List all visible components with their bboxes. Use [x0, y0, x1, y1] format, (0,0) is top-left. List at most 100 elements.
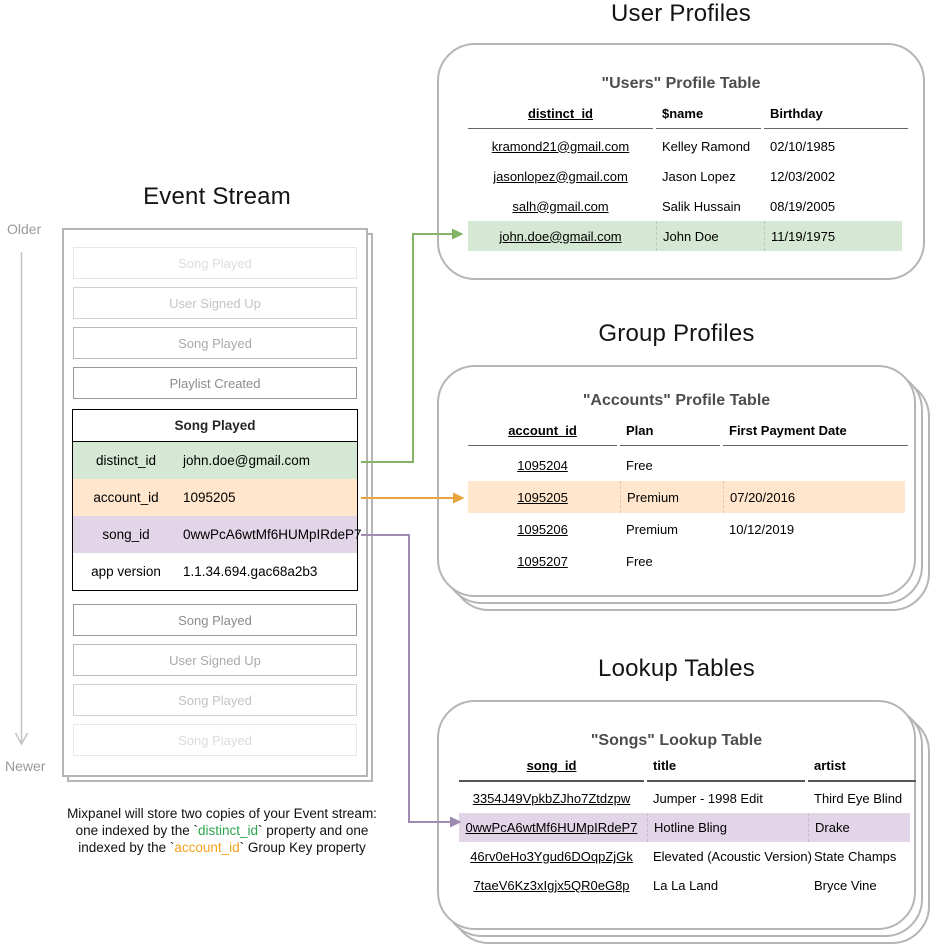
- accounts-table-row: 1095204 Free: [468, 449, 905, 481]
- accounts-table-header: account_id Plan First Payment Date: [468, 423, 908, 446]
- event-label: Song Played: [178, 255, 252, 271]
- cell-first-payment-date: [723, 449, 908, 481]
- column-header: title: [647, 758, 805, 782]
- event-property-row-song-id: song_id 0wwPcA6wtMf6HUMpIRdeP7: [73, 516, 362, 553]
- cell-song-id: 46rv0eHo3Ygud6DOqpZjGk: [470, 849, 633, 864]
- event-label: Song Played: [178, 612, 252, 628]
- event-stream-container: Song Played User Signed Up Song Played P…: [62, 228, 368, 777]
- event-label: User Signed Up: [169, 652, 261, 668]
- event-label: Playlist Created: [169, 375, 261, 391]
- column-header: account_id: [468, 423, 617, 446]
- column-header: artist: [808, 758, 916, 782]
- event-box: User Signed Up: [73, 287, 357, 319]
- cell-title: La La Land: [653, 878, 719, 893]
- event-box: Song Played: [73, 604, 357, 636]
- cell-artist: Third Eye Blind: [814, 791, 903, 806]
- expanded-event-card: Song Played distinct_id john.doe@gmail.c…: [72, 409, 362, 591]
- cell-plan: Free: [626, 553, 653, 569]
- cell-first-payment-date: [723, 545, 908, 577]
- users-table-header: distinct_id $name Birthday: [468, 106, 908, 129]
- cell-account-id: 1095207: [517, 553, 568, 569]
- songs-table-row: 3354J49VpkbZJho7Ztdzpw Jumper - 1998 Edi…: [459, 784, 910, 813]
- cell-artist: State Champs: [814, 849, 897, 864]
- cell-artist: Drake: [808, 813, 916, 842]
- caption-line-1: Mixpanel will store two copies of your E…: [67, 806, 377, 821]
- users-table-row-highlighted: john.doe@gmail.com John Doe 11/19/1975: [468, 221, 902, 251]
- cell-song-id: 7taeV6Kz3xIgjx5QR0eG8p: [473, 878, 630, 893]
- cell-account-id: 1095204: [517, 457, 568, 473]
- property-key: account_id: [93, 490, 159, 505]
- caption-line-2: one indexed by the `distinct_id` propert…: [75, 823, 369, 838]
- event-box: Playlist Created: [73, 367, 357, 399]
- group-profiles-title: Group Profiles: [598, 320, 755, 347]
- event-box: Song Played: [73, 247, 357, 279]
- songs-table-row-highlighted: 0wwPcA6wtMf6HUMpIRdeP7 Hotline Bling Dra…: [459, 813, 910, 842]
- cell-birthday: 02/10/1985: [770, 138, 836, 154]
- event-label: Song Played: [178, 335, 252, 351]
- accounts-table-row: 1095207 Free: [468, 545, 905, 577]
- event-stream-caption: Mixpanel will store two copies of your E…: [42, 805, 402, 856]
- cell-name: Jason Lopez: [662, 168, 736, 184]
- event-property-row-account-id: account_id 1095205: [73, 479, 357, 516]
- cell-name: Kelley Ramond: [662, 138, 751, 154]
- cell-distinct-id: jasonlopez@gmail.com: [493, 168, 628, 184]
- property-value: john.doe@gmail.com: [183, 453, 311, 468]
- event-box: Song Played: [73, 724, 357, 756]
- cell-plan: Free: [626, 457, 653, 473]
- cell-birthday: 12/03/2002: [770, 168, 836, 184]
- column-header: song_id: [459, 758, 644, 782]
- users-table-title: "Users" Profile Table: [601, 75, 761, 92]
- property-value: 1.1.34.694.gac68a2b3: [183, 564, 318, 579]
- cell-song-id: 3354J49VpkbZJho7Ztdzpw: [472, 791, 631, 806]
- timeline-older-label: Older: [7, 221, 42, 237]
- cell-plan: Premium: [620, 481, 720, 513]
- songs-table-header: song_id title artist: [459, 758, 916, 782]
- users-table-row: kramond21@gmail.com Kelley Ramond 02/10/…: [468, 131, 902, 161]
- event-label: Song Played: [178, 732, 252, 748]
- cell-distinct-id: salh@gmail.com: [512, 198, 609, 214]
- users-profile-card: "Users" Profile Table distinct_id $name …: [437, 43, 925, 280]
- accounts-profile-card: "Accounts" Profile Table account_id Plan…: [437, 365, 916, 597]
- cell-song-id: 0wwPcA6wtMf6HUMpIRdeP7: [465, 820, 638, 835]
- cell-title: Hotline Bling: [647, 813, 805, 842]
- property-key: distinct_id: [95, 453, 157, 468]
- songs-table-row: 7taeV6Kz3xIgjx5QR0eG8p La La Land Bryce …: [459, 871, 910, 900]
- cell-first-payment-date: 07/20/2016: [723, 481, 908, 513]
- property-key: app version: [91, 564, 161, 579]
- column-header: Birthday: [764, 106, 908, 129]
- users-table-row: salh@gmail.com Salik Hussain 08/19/2005: [468, 191, 902, 221]
- songs-table-title: "Songs" Lookup Table: [590, 732, 763, 749]
- cell-title: Jumper - 1998 Edit: [653, 791, 763, 806]
- event-label: User Signed Up: [169, 295, 261, 311]
- property-key: song_id: [102, 527, 150, 542]
- event-property-row-app-version: app version 1.1.34.694.gac68a2b3: [73, 553, 357, 590]
- timeline-down-arrow-icon: [14, 252, 29, 746]
- timeline-newer-label: Newer: [5, 758, 46, 774]
- cell-plan: Premium: [626, 521, 679, 537]
- songs-table-row: 46rv0eHo3Ygud6DOqpZjGk Elevated (Acousti…: [459, 842, 910, 871]
- distinct-id-keyword: distinct_id: [197, 823, 259, 838]
- event-box: Song Played: [73, 327, 357, 359]
- lookup-tables-title: Lookup Tables: [598, 655, 755, 682]
- event-box: Song Played: [73, 684, 357, 716]
- cell-distinct-id: kramond21@gmail.com: [491, 138, 630, 154]
- cell-name: John Doe: [656, 221, 761, 251]
- column-header: $name: [656, 106, 761, 129]
- accounts-table-row: 1095206 Premium 10/12/2019: [468, 513, 905, 545]
- event-box: User Signed Up: [73, 644, 357, 676]
- column-header: First Payment Date: [723, 423, 908, 446]
- cell-title: Elevated (Acoustic Version): [653, 849, 812, 864]
- account-id-keyword: account_id: [174, 840, 240, 855]
- column-header: Plan: [620, 423, 720, 446]
- column-header: distinct_id: [468, 106, 653, 129]
- cell-first-payment-date: 10/12/2019: [729, 521, 795, 537]
- event-label: Song Played: [178, 692, 252, 708]
- property-value: 0wwPcA6wtMf6HUMpIRdeP7: [183, 527, 362, 542]
- event-property-row-distinct-id: distinct_id john.doe@gmail.com: [73, 442, 357, 479]
- cell-artist: Bryce Vine: [814, 878, 877, 893]
- songs-lookup-card: "Songs" Lookup Table song_id title artis…: [437, 700, 916, 930]
- event-stream-title: Event Stream: [143, 183, 291, 210]
- cell-birthday: 11/19/1975: [764, 221, 908, 251]
- accounts-table-row-highlighted: 1095205 Premium 07/20/2016: [468, 481, 905, 513]
- cell-account-id: 1095205: [517, 489, 568, 505]
